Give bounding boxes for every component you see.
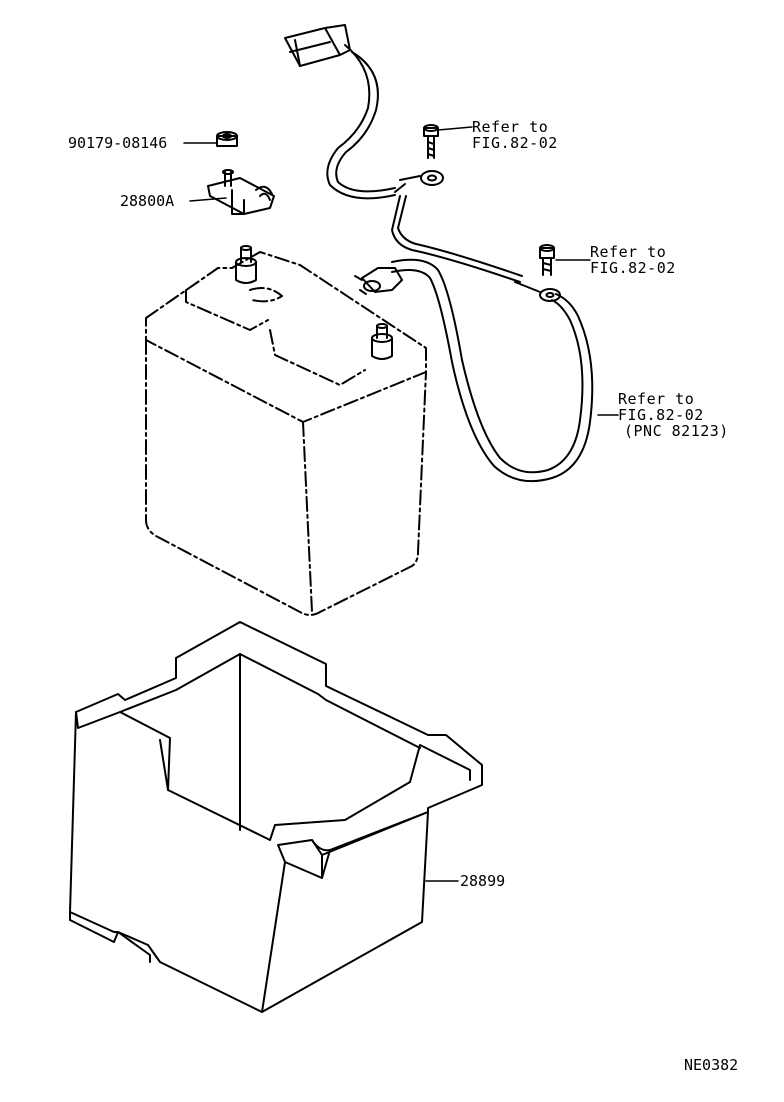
terminal-28800a (207, 169, 275, 215)
leader-lines (183, 126, 619, 882)
figure-code-label: NE0382 (684, 1056, 739, 1074)
reference-line2: FIG.82-02 (618, 406, 704, 424)
bolt-fig82-upper (423, 124, 439, 159)
battery-tray (69, 621, 483, 1013)
negative-cable (326, 44, 523, 283)
terminal-part-number-label: 28800A (120, 192, 175, 210)
reference-note-right: Refer to FIG.82-02 (590, 244, 676, 276)
bolt-fig82-right (539, 244, 555, 276)
reference-line2: FIG.82-02 (472, 134, 558, 152)
reference-note-upper: Refer to FIG.82-02 (472, 119, 558, 151)
battery-outline (145, 251, 427, 616)
nut-part-number-label: 90179-08146 (68, 134, 168, 152)
battery-terminal-posts (235, 245, 393, 360)
tray-part-number-label: 28899 (460, 872, 506, 890)
reference-line2: FIG.82-02 (590, 259, 676, 277)
connector-plug (284, 24, 351, 67)
reference-note-cable: Refer to FIG.82-02 (PNC 82123) (618, 391, 729, 439)
positive-terminal-clamp (354, 267, 403, 295)
nut-90179 (216, 131, 238, 147)
reference-line1: Refer to (590, 243, 667, 261)
positive-cable (391, 258, 594, 483)
reference-line3: (PNC 82123) (624, 422, 729, 440)
cable-ring-terminal-right (514, 281, 561, 302)
reference-line1: Refer to (472, 118, 549, 136)
reference-line1: Refer to (618, 390, 695, 408)
cable-ring-terminal-upper (399, 170, 444, 186)
